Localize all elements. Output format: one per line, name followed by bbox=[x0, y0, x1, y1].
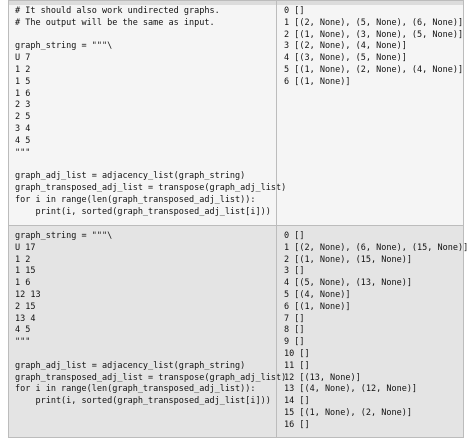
output-cell: 0 [] 1 [(2, None), (6, None), (15, None)… bbox=[284, 231, 469, 430]
code-cell: # It should also work undirected graphs.… bbox=[15, 6, 287, 217]
column-divider bbox=[276, 226, 277, 437]
table-row: # It should also work undirected graphs.… bbox=[9, 1, 463, 226]
table-row: graph_string = """\ U 17 1 2 1 15 1 6 12… bbox=[9, 226, 468, 437]
column-divider bbox=[276, 1, 277, 225]
code-cell: graph_string = """\ U 17 1 2 1 15 1 6 12… bbox=[15, 231, 287, 407]
row-top-strip bbox=[9, 1, 463, 5]
results-table: # It should also work undirected graphs.… bbox=[8, 0, 468, 438]
output-cell: 0 [] 1 [(2, None), (5, None), (6, None)]… bbox=[284, 6, 464, 87]
